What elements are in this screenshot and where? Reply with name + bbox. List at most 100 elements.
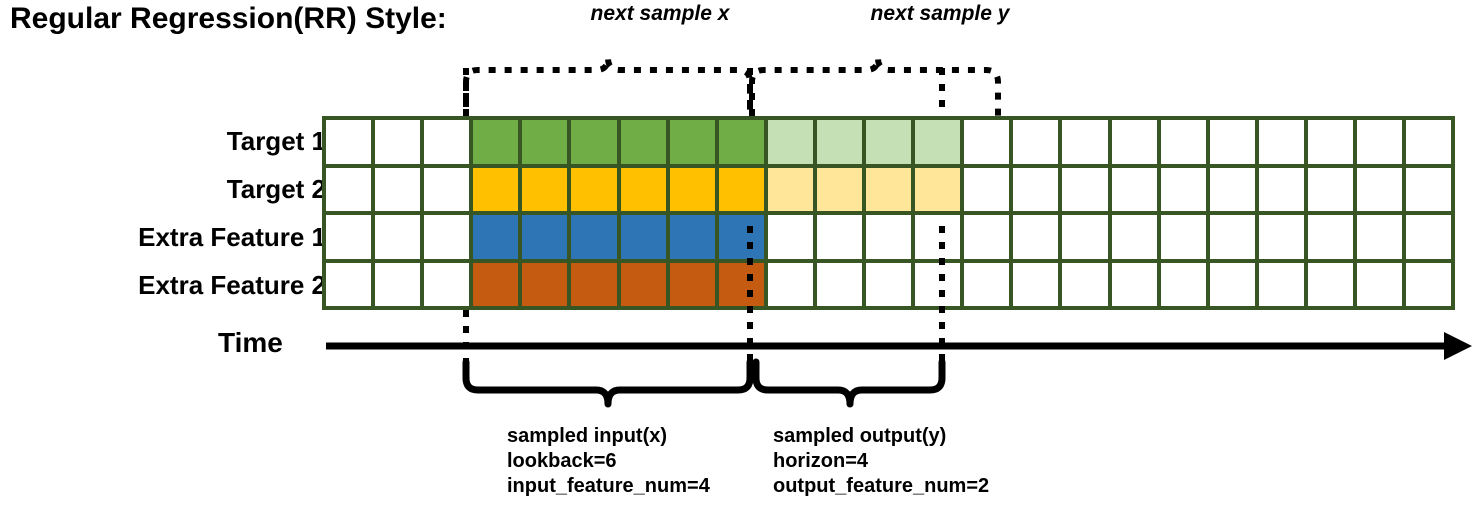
grid-cell-r2-c14	[964, 167, 1010, 211]
grid-cell-r2-c1	[326, 167, 372, 211]
grid-cell-r4-c2	[375, 262, 421, 306]
grid-cell-r4-c22	[1356, 262, 1403, 306]
grid-cell-r4-c23	[1406, 262, 1452, 306]
grid-cell-r1-c23	[1406, 120, 1452, 164]
grid-cell-r3-c21	[1307, 215, 1353, 259]
grid-cell-r1-c14	[964, 120, 1010, 164]
grid-cell-r1-c3	[424, 120, 470, 164]
grid-cell-r3-c15	[1013, 215, 1059, 259]
grid-cell-r4-c17	[1111, 262, 1157, 306]
grid-cell-r3-c4	[473, 215, 519, 259]
grid-cell-r1-c19	[1209, 120, 1255, 164]
grid-cell-r1-c16	[1062, 120, 1108, 164]
grid-cell-r4-c15	[1013, 262, 1059, 306]
grid-cell-r1-c18	[1160, 120, 1206, 164]
grid-cell-r3-c5	[522, 215, 568, 259]
grid-cell-r3-c3	[424, 215, 470, 259]
grid-cell-r1-c12	[866, 120, 912, 164]
grid-cell-r4-c10	[767, 262, 813, 306]
grid-cell-r3-c2	[375, 215, 421, 259]
grid-cell-r1-c21	[1307, 120, 1353, 164]
time-axis-arrow	[326, 332, 1472, 360]
grid-cell-r2-c19	[1209, 167, 1255, 211]
grid-cell-r1-c6	[571, 120, 617, 164]
note-sampled-output: sampled output(y) horizon=4 output_featu…	[773, 424, 989, 499]
timeseries-grid	[322, 116, 1455, 310]
grid-cell-r4-c5	[522, 262, 568, 306]
note-output-title: sampled output(y)	[773, 425, 947, 447]
note-input-feature-num: input_feature_num=4	[507, 475, 710, 497]
grid-cell-r2-c17	[1111, 167, 1157, 211]
grid-cell-r2-c3	[424, 167, 470, 211]
grid-cell-r3-c19	[1209, 215, 1255, 259]
grid-cell-r2-c6	[571, 167, 617, 211]
grid-cell-r3-c23	[1406, 215, 1452, 259]
grid-cell-r1-c13	[915, 120, 961, 164]
grid-cell-r1-c2	[375, 120, 421, 164]
grid-cell-r3-c1	[326, 215, 372, 259]
grid-cell-r1-c5	[522, 120, 568, 164]
grid-cell-r4-c20	[1258, 262, 1304, 306]
caption-next-sample-x: next sample x	[590, 2, 730, 25]
note-sampled-input: sampled input(x) lookback=6 input_featur…	[507, 424, 710, 499]
grid-cell-r2-c7	[620, 167, 666, 211]
grid-cell-r2-c9	[718, 167, 764, 211]
grid-cell-r1-c20	[1258, 120, 1304, 164]
grid-cell-r2-c18	[1160, 167, 1206, 211]
grid-row-1	[326, 120, 1452, 164]
note-output-horizon: horizon=4	[773, 450, 869, 472]
note-input-title: sampled input(x)	[507, 425, 668, 447]
note-input-lookback: lookback=6	[507, 450, 617, 472]
grid-cell-r2-c12	[866, 167, 912, 211]
grid-cell-r2-c23	[1406, 167, 1452, 211]
grid-cell-r3-c13	[915, 215, 961, 259]
grid-cell-r1-c10	[767, 120, 813, 164]
grid-cell-r2-c20	[1258, 167, 1304, 211]
grid-cell-r2-c2	[375, 167, 421, 211]
grid-cell-r2-c10	[767, 167, 813, 211]
grid-cell-r4-c4	[473, 262, 519, 306]
brace-top-output	[749, 57, 1001, 116]
grid-cell-r1-c15	[1013, 120, 1059, 164]
grid-cell-r1-c7	[620, 120, 666, 164]
grid-cell-r3-c8	[669, 215, 715, 259]
grid-cell-r1-c17	[1111, 120, 1157, 164]
row-label-target-1: Target 1	[226, 126, 326, 156]
grid-cell-r1-c11	[816, 120, 863, 164]
grid-row-3	[326, 215, 1452, 259]
grid-cell-r1-c22	[1356, 120, 1403, 164]
caption-next-sample-y: next sample y	[870, 2, 1010, 25]
grid-cell-r2-c13	[915, 167, 961, 211]
grid-cell-r2-c4	[473, 167, 519, 211]
grid-cell-r2-c11	[816, 167, 863, 211]
grid-cell-r3-c11	[816, 215, 863, 259]
brace-top-input	[463, 57, 753, 116]
row-label-target-2: Target 2	[226, 174, 326, 204]
grid-cell-r2-c8	[669, 167, 715, 211]
grid-cell-r3-c10	[767, 215, 813, 259]
grid-cell-r4-c12	[866, 262, 912, 306]
note-output-feature-num: output_feature_num=2	[773, 475, 990, 497]
grid-cell-r1-c8	[669, 120, 715, 164]
grid-cell-r4-c18	[1160, 262, 1206, 306]
grid-cell-r3-c20	[1258, 215, 1304, 259]
grid-cell-r4-c11	[816, 262, 863, 306]
grid-cell-r4-c19	[1209, 262, 1255, 306]
grid-cell-r3-c7	[620, 215, 666, 259]
grid-cell-r4-c13	[915, 262, 961, 306]
grid-cell-r4-c8	[669, 262, 715, 306]
grid-cell-r4-c6	[571, 262, 617, 306]
grid-cell-r3-c17	[1111, 215, 1157, 259]
grid-row-2	[326, 167, 1452, 211]
page-title: Regular Regression(RR) Style:	[10, 2, 447, 35]
grid-cell-r2-c16	[1062, 167, 1108, 211]
grid-cell-r3-c12	[866, 215, 912, 259]
grid-cell-r4-c14	[964, 262, 1010, 306]
grid-cell-r1-c9	[718, 120, 764, 164]
grid-cell-r2-c22	[1356, 167, 1403, 211]
grid-cell-r3-c18	[1160, 215, 1206, 259]
grid-cell-r4-c3	[424, 262, 470, 306]
time-axis-label: Time	[218, 327, 283, 358]
grid-cell-r3-c16	[1062, 215, 1108, 259]
grid-cell-r3-c6	[571, 215, 617, 259]
